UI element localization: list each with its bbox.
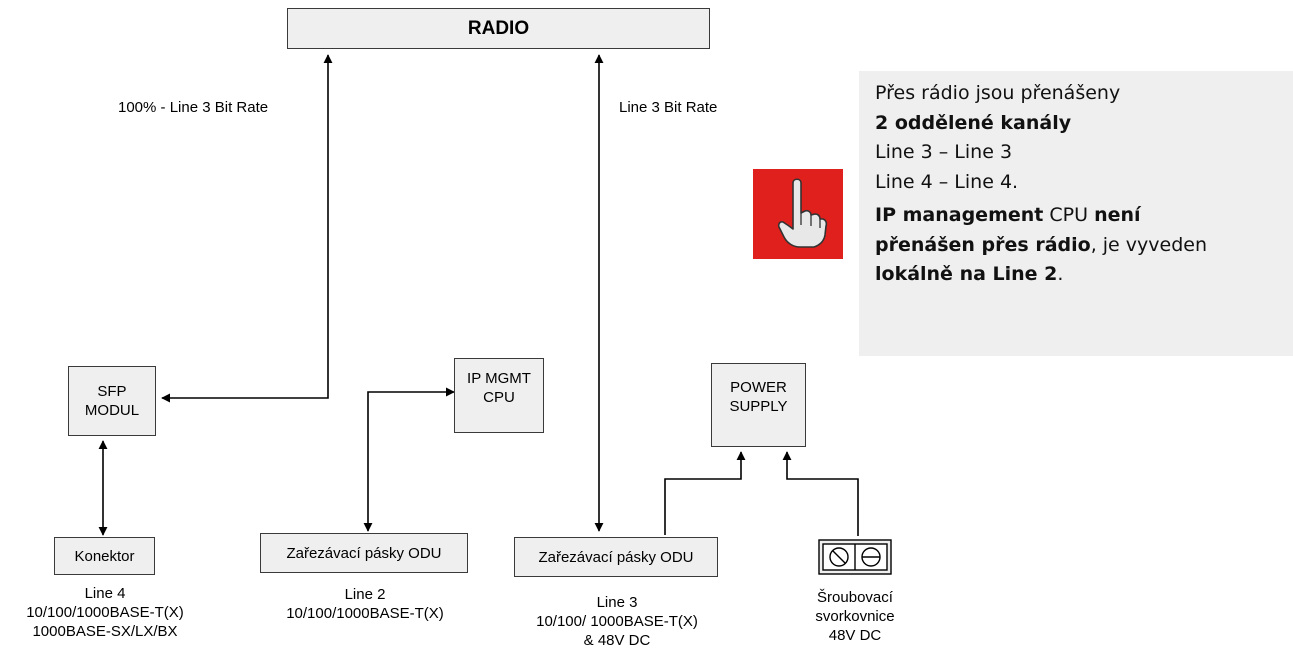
power-supply-box: POWER SUPPLY <box>711 363 806 447</box>
note-line1: Přes rádio jsou přenášeny <box>875 82 1121 104</box>
line3-title: Line 3 <box>596 594 638 611</box>
ipmgmt-label-line2: CPU <box>483 389 515 406</box>
radio-box: RADIO <box>287 8 710 49</box>
konektor-box: Konektor <box>54 537 155 575</box>
screw-terminal-icon <box>818 539 892 575</box>
terminal-caption: Šroubovací svorkovnice 48V DC <box>790 588 920 645</box>
sfp-label-line1: SFP <box>97 383 127 400</box>
radio-label: RADIO <box>467 18 530 39</box>
power-label-line1: POWER <box>730 379 787 396</box>
note-line3: Line 3 – Line 3 <box>875 141 1013 163</box>
terminal-title2: svorkovnice <box>815 608 895 625</box>
power-label-line2: SUPPLY <box>729 398 788 415</box>
konektor-label: Konektor <box>74 547 135 565</box>
right-link-label: Line 3 Bit Rate <box>619 99 718 116</box>
line3-caption: Line 3 10/100/ 1000BASE-T(X) & 48V DC <box>512 593 722 650</box>
info-note: Přes rádio jsou přenášeny 2 oddělené kan… <box>859 71 1293 356</box>
ipmgmt-label-line1: IP MGMT <box>467 370 531 387</box>
terminal-title: Šroubovací <box>817 589 893 606</box>
link-ipmgmt-odu <box>363 387 455 532</box>
terminal-voltage: 48V DC <box>828 627 882 644</box>
sfp-module-box: SFP MODUL <box>68 366 156 436</box>
link-radio-sfp <box>161 54 333 403</box>
sfp-label-line2: MODUL <box>84 402 140 419</box>
ip-mgmt-cpu-box: IP MGMT CPU <box>454 358 544 433</box>
odu-right-box: Zařezávací pásky ODU <box>514 537 718 577</box>
line2-title: Line 2 <box>344 586 386 603</box>
line4-spec2: 1000BASE-SX/LX/BX <box>32 623 178 640</box>
left-link-label: 100% - Line 3 Bit Rate <box>118 99 269 116</box>
note-line2: 2 oddělené kanály <box>875 111 1072 134</box>
link-odu-power <box>664 451 746 535</box>
link-terminal-power <box>782 451 859 536</box>
line4-spec1: 10/100/1000BASE-T(X) <box>26 604 184 621</box>
note-line4: Line 4 – Line 4. <box>875 170 1019 193</box>
odu-left-box: Zařezávací pásky ODU <box>260 533 468 573</box>
line2-spec: 10/100/1000BASE-T(X) <box>286 605 444 622</box>
odu-right-label: Zařezávací pásky ODU <box>538 548 694 566</box>
line4-title: Line 4 <box>84 585 126 602</box>
line3-spec1: 10/100/ 1000BASE-T(X) <box>536 613 698 630</box>
odu-left-label: Zařezávací pásky ODU <box>286 544 442 562</box>
line2-caption: Line 2 10/100/1000BASE-T(X) <box>260 585 470 623</box>
hand-pointing-up-icon <box>753 169 843 259</box>
line3-spec2: & 48V DC <box>583 632 651 649</box>
line4-caption: Line 4 10/100/1000BASE-T(X) 1000BASE-SX/… <box>0 584 210 641</box>
